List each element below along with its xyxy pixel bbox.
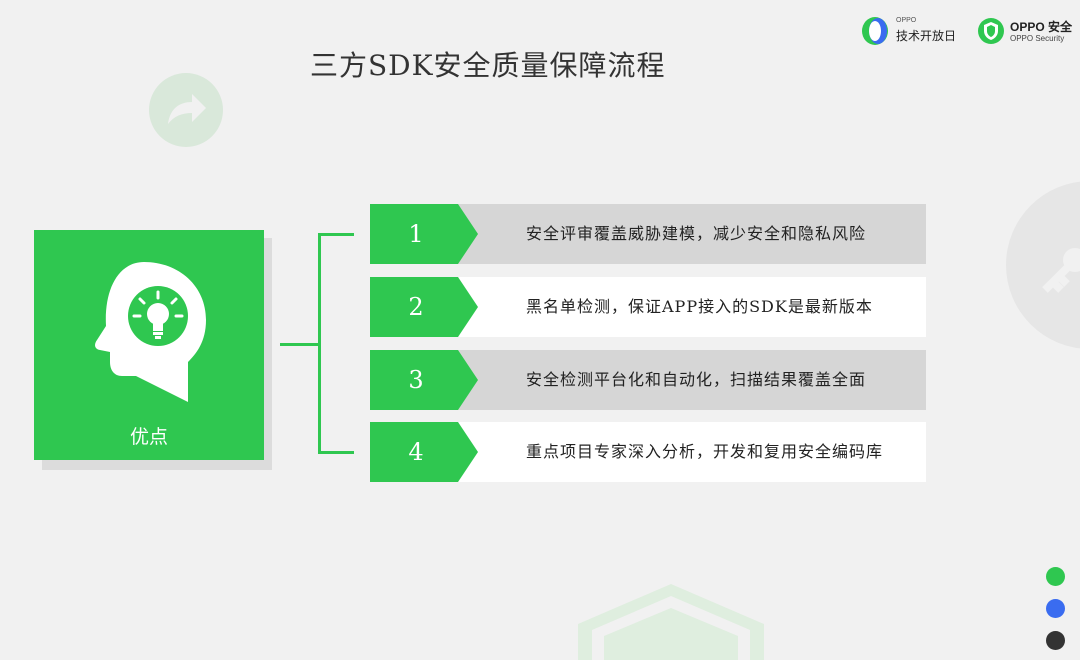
nav-dot-dark[interactable] [1046, 631, 1065, 650]
nav-dot-blue[interactable] [1046, 599, 1065, 618]
step-text: 重点项目专家深入分析，开发和复用安全编码库 [526, 442, 884, 461]
step-text: 安全检测平台化和自动化，扫描结果覆盖全面 [526, 370, 867, 389]
page-title: 三方SDK安全质量保障流程 [310, 49, 666, 82]
step-arrow [370, 422, 478, 482]
connector-horizontal [280, 343, 320, 346]
oppo-tech-day-logo-icon [862, 17, 888, 45]
step-arrow [370, 204, 478, 264]
advantages-card: 优点 [34, 230, 264, 460]
list-item: 2 黑名单检测，保证APP接入的SDK是最新版本 [370, 277, 926, 337]
step-text: 黑名单检测，保证APP接入的SDK是最新版本 [526, 297, 873, 316]
security-label: OPPO 安全 [1010, 20, 1073, 34]
step-text: 安全评审覆盖威胁建模，减少安全和隐私风险 [526, 224, 867, 243]
security-small-label: OPPO Security [1010, 34, 1065, 43]
share-arrow-decoration-icon [149, 73, 223, 147]
tech-day-small-label: OPPO [896, 17, 917, 24]
list-item: 1 安全评审覆盖威胁建模，减少安全和隐私风险 [370, 204, 926, 264]
head-lightbulb-icon [95, 262, 206, 402]
oppo-tech-day-logo: OPPO 技术开放日 [860, 16, 960, 46]
step-number: 2 [408, 293, 424, 321]
shield-decoration-icon [578, 584, 764, 660]
oppo-security-logo: OPPO 安全 OPPO Security [977, 16, 1077, 46]
step-arrow [370, 350, 478, 410]
step-number: 3 [408, 366, 424, 394]
step-number: 1 [408, 220, 424, 248]
step-arrow [370, 277, 478, 337]
nav-dot-green[interactable] [1046, 567, 1065, 586]
connector-branch-1 [318, 233, 354, 236]
card-label: 优点 [129, 426, 168, 448]
tech-day-label: 技术开放日 [896, 29, 957, 43]
connector-branch-4 [318, 451, 354, 454]
step-number: 4 [408, 438, 424, 466]
connector-vertical [318, 233, 321, 453]
list-item: 4 重点项目专家深入分析，开发和复用安全编码库 [370, 422, 926, 482]
shield-logo-icon [978, 18, 1004, 44]
list-item: 3 安全检测平台化和自动化，扫描结果覆盖全面 [370, 350, 926, 410]
key-decoration-icon [1006, 181, 1080, 349]
